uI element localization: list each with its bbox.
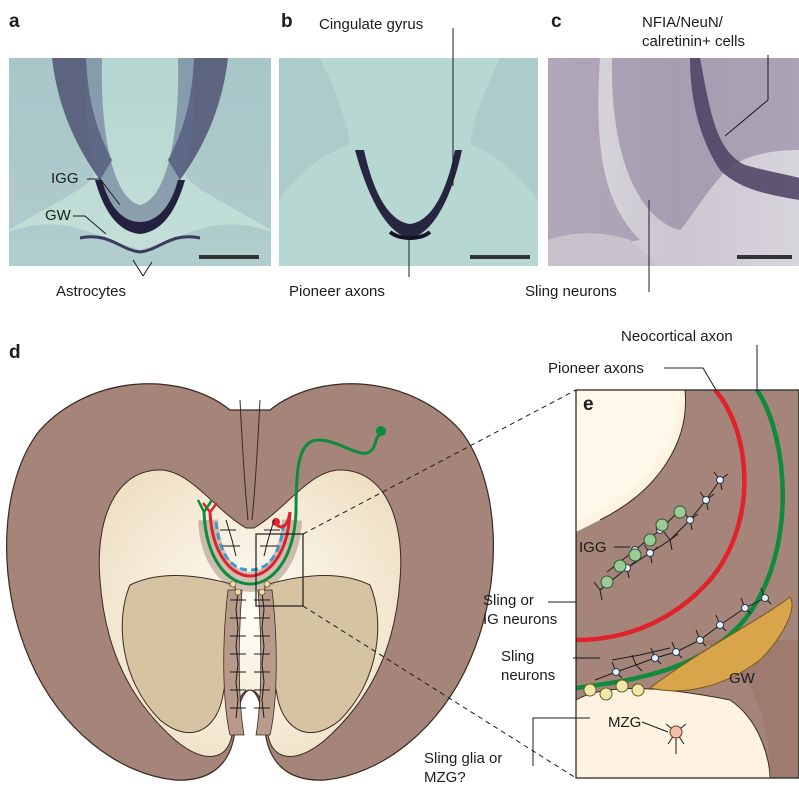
label-sling-glia-line1: Sling glia or (424, 750, 502, 767)
label-mzg: MZG (608, 714, 641, 731)
micrograph-c (548, 58, 799, 266)
label-sling-neurons-c: Sling neurons (525, 283, 617, 300)
panel-letter-a: a (9, 12, 20, 31)
label-pioneer-axons-e: Pioneer axons (548, 360, 644, 377)
label-sling-ig-line2: IG neurons (483, 611, 557, 628)
micrograph-a (9, 58, 271, 266)
brain-section (7, 384, 494, 780)
label-astrocytes: Astrocytes (56, 283, 126, 300)
label-igg-a: IGG (51, 170, 79, 187)
panel-letter-e: e (583, 395, 594, 414)
micrograph-b (279, 58, 538, 266)
label-cingulate-gyrus: Cingulate gyrus (319, 16, 423, 33)
panel-letter-b: b (281, 12, 293, 31)
label-sling-ig-line1: Sling or (483, 592, 534, 609)
label-gw-a: GW (45, 207, 71, 224)
label-pioneer-axons-b: Pioneer axons (289, 283, 385, 300)
label-nfia-line2: calretinin+ cells (642, 33, 745, 50)
label-sling-neurons-line2: neurons (501, 667, 555, 684)
label-gw-e: GW (729, 670, 755, 687)
panel-letter-d: d (9, 343, 21, 362)
label-sling-neurons-line1: Sling (501, 648, 534, 665)
panel-letter-c: c (551, 12, 562, 31)
label-neocortical-axon: Neocortical axon (621, 328, 733, 345)
label-sling-glia-line2: MZG? (424, 769, 466, 786)
label-igg-e: IGG (579, 539, 607, 556)
label-nfia-line1: NFIA/NeuN/ (642, 14, 723, 31)
